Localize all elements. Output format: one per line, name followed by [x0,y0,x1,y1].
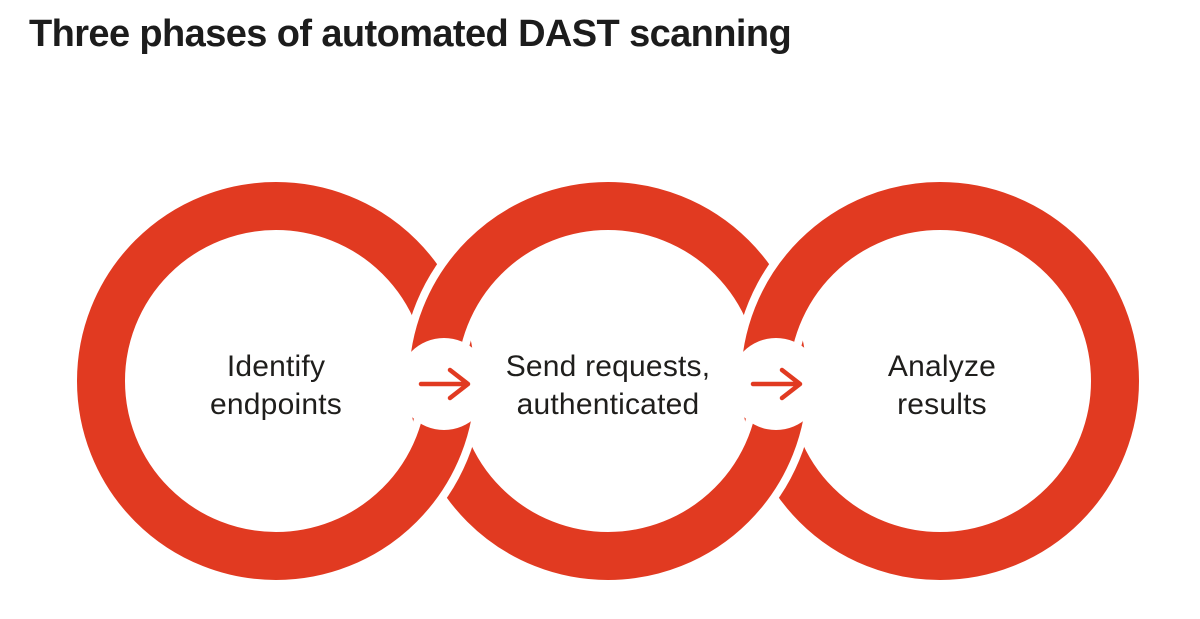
ring-phase-3 [741,182,1139,580]
phase-1-label-line-1: Identify [226,350,326,383]
phase-1-label-line-2: endpoints [210,388,342,421]
phase-2-label: Send requests, authenticated [438,348,778,424]
arrow-right-icon [418,367,471,401]
phase-3-label-line-1: Analyze [887,350,997,383]
phase-2-label-line-1: Send requests, [505,350,711,383]
phase-1-label: Identify endpoints [106,348,446,424]
phase-2-label-line-2: authenticated [516,388,700,421]
page-title: Three phases of automated DAST scanning [29,13,792,55]
arrow-right-icon [750,367,803,401]
phase-3-label: Analyze results [772,348,1112,424]
phase-3-label-line-2: results [897,388,987,421]
